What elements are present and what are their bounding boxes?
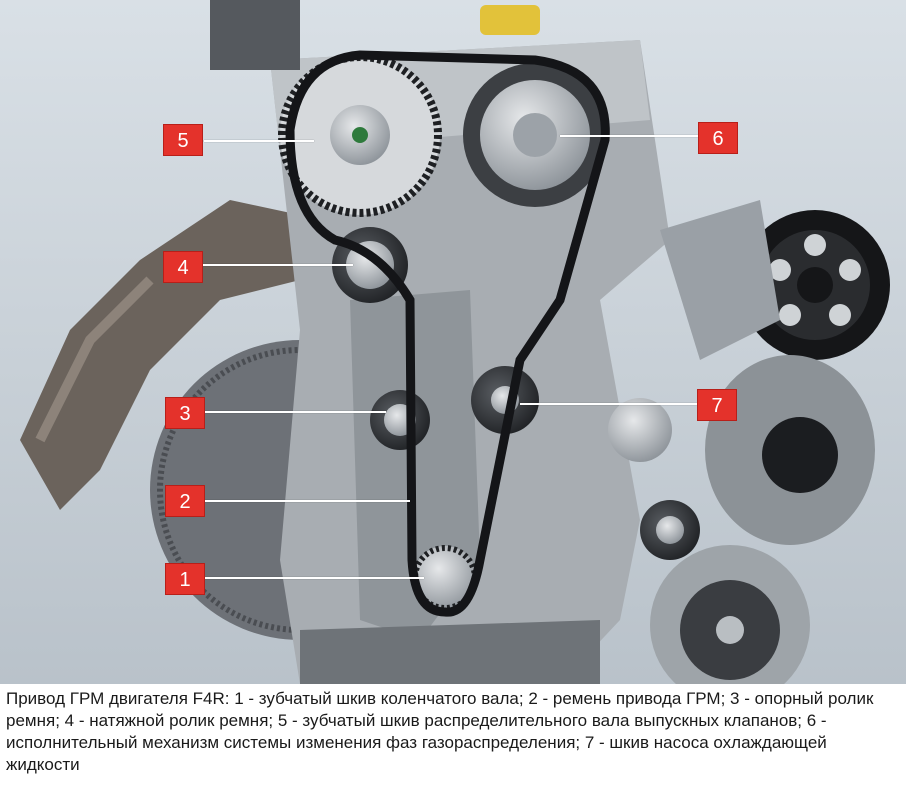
figure-caption: Привод ГРМ двигателя F4R: 1 - зубчатый ш… — [6, 689, 874, 774]
callout-4: 4 — [163, 251, 203, 283]
exhaust-manifold — [20, 200, 300, 510]
leader-line-7 — [520, 403, 697, 405]
callout-3: 3 — [165, 397, 205, 429]
leader-line-3 — [204, 411, 386, 413]
callout-6: 6 — [698, 122, 738, 154]
leader-line-2 — [204, 500, 410, 502]
callout-5: 5 — [163, 124, 203, 156]
leader-line-6 — [560, 135, 698, 137]
callout-1: 1 — [165, 563, 205, 595]
engine-photo: 5 6 4 3 7 2 1 — [0, 0, 906, 684]
engine-illustration — [0, 0, 906, 684]
callout-2: 2 — [165, 485, 205, 517]
leader-line-5 — [204, 140, 314, 142]
crankshaft-sprocket-1 — [413, 546, 477, 610]
timing-belt-2 — [285, 50, 610, 617]
coolant-cap — [480, 5, 540, 35]
leader-line-1 — [204, 577, 424, 579]
leader-line-4 — [203, 264, 353, 266]
callout-7: 7 — [697, 389, 737, 421]
